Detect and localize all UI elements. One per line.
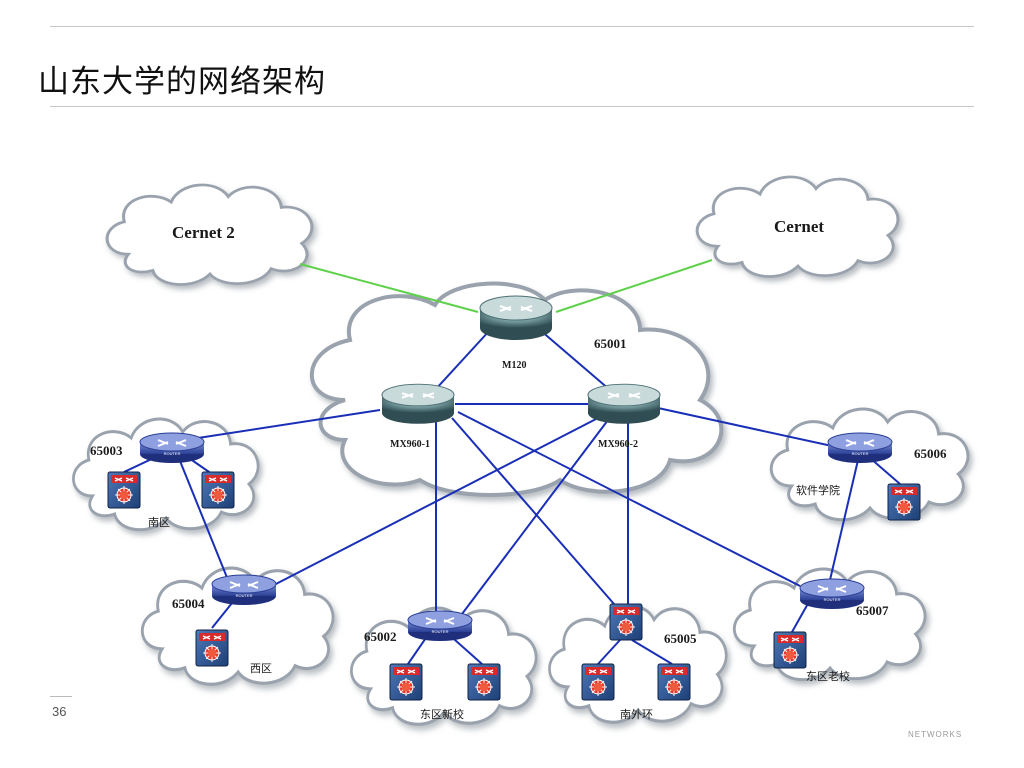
link-mx2-65006: [657, 407, 833, 447]
core-router-m120: [478, 294, 554, 342]
core-router-mx960-1: [380, 383, 456, 425]
page-number-rule: [50, 696, 72, 697]
device-label-mx960-1: MX960-1: [390, 439, 430, 450]
device-label-m120: M120: [502, 360, 526, 371]
switch-65005-right: [657, 663, 691, 701]
link-65006-switch: [869, 457, 901, 485]
uplink-cernet2: [299, 263, 479, 313]
as-label-65004: 65004: [172, 596, 205, 611]
uplink-cernet: [555, 259, 713, 313]
cloud-core: [309, 281, 724, 497]
router-65006: [827, 432, 893, 464]
switch-65002-right: [467, 663, 501, 701]
device-label-mx960-2: MX960-2: [598, 439, 638, 450]
as-label-65005: 65005: [664, 631, 697, 646]
switch-65003-left: [107, 471, 141, 509]
link-65006-65007: [829, 459, 859, 581]
switch-65005-left: [581, 663, 615, 701]
as-label-65006: 65006: [914, 446, 947, 461]
link-65005-sw1: [597, 639, 621, 665]
router-65004: [211, 574, 277, 606]
campus-label-east-old: 东区老校: [806, 669, 850, 683]
campus-label-south-ring: 南外环: [620, 708, 653, 721]
switch-65005-top: [609, 603, 643, 641]
as-label-65003: 65003: [90, 443, 123, 458]
top-rule: [50, 26, 974, 27]
campus-label-west: 西区: [250, 662, 272, 675]
link-m120-mx1: [434, 329, 491, 391]
link-m120-mx2: [539, 329, 611, 391]
router-65003: [139, 432, 205, 464]
campus-label-software: 软件学院: [796, 483, 840, 497]
footer-logo: NETWORKS: [908, 730, 963, 739]
switch-65004: [195, 629, 229, 667]
switch-65006: [887, 483, 921, 521]
campus-label-east-new: 东区新校: [420, 707, 464, 721]
link-65005-sw2: [631, 639, 673, 665]
switch-65003-right: [201, 471, 235, 509]
router-65007: [799, 578, 865, 610]
cloud-software-campus: [771, 409, 968, 520]
link-mx2-65002: [461, 419, 609, 615]
title-rule: [50, 106, 974, 107]
cloud-label-cernet2: Cernet 2: [172, 223, 235, 242]
link-65003-65004: [177, 455, 229, 581]
switch-65007: [773, 631, 807, 669]
slide-title: 山东大学的网络架构: [38, 64, 326, 100]
as-label-65001: 65001: [594, 336, 627, 351]
link-mx1-65005: [451, 417, 615, 605]
link-mx1-65007: [457, 411, 801, 587]
core-router-mx960-2: [586, 383, 662, 425]
link-group: [123, 329, 901, 665]
router-65002: [407, 610, 473, 642]
switch-65002-left: [389, 663, 423, 701]
cloud-label-cernet: Cernet: [774, 217, 824, 236]
as-label-65007: 65007: [856, 603, 889, 618]
link-mx1-65003: [197, 409, 381, 439]
campus-label-south: 南区: [148, 516, 170, 529]
page-number: 36: [52, 704, 67, 719]
as-label-65002: 65002: [364, 629, 397, 644]
